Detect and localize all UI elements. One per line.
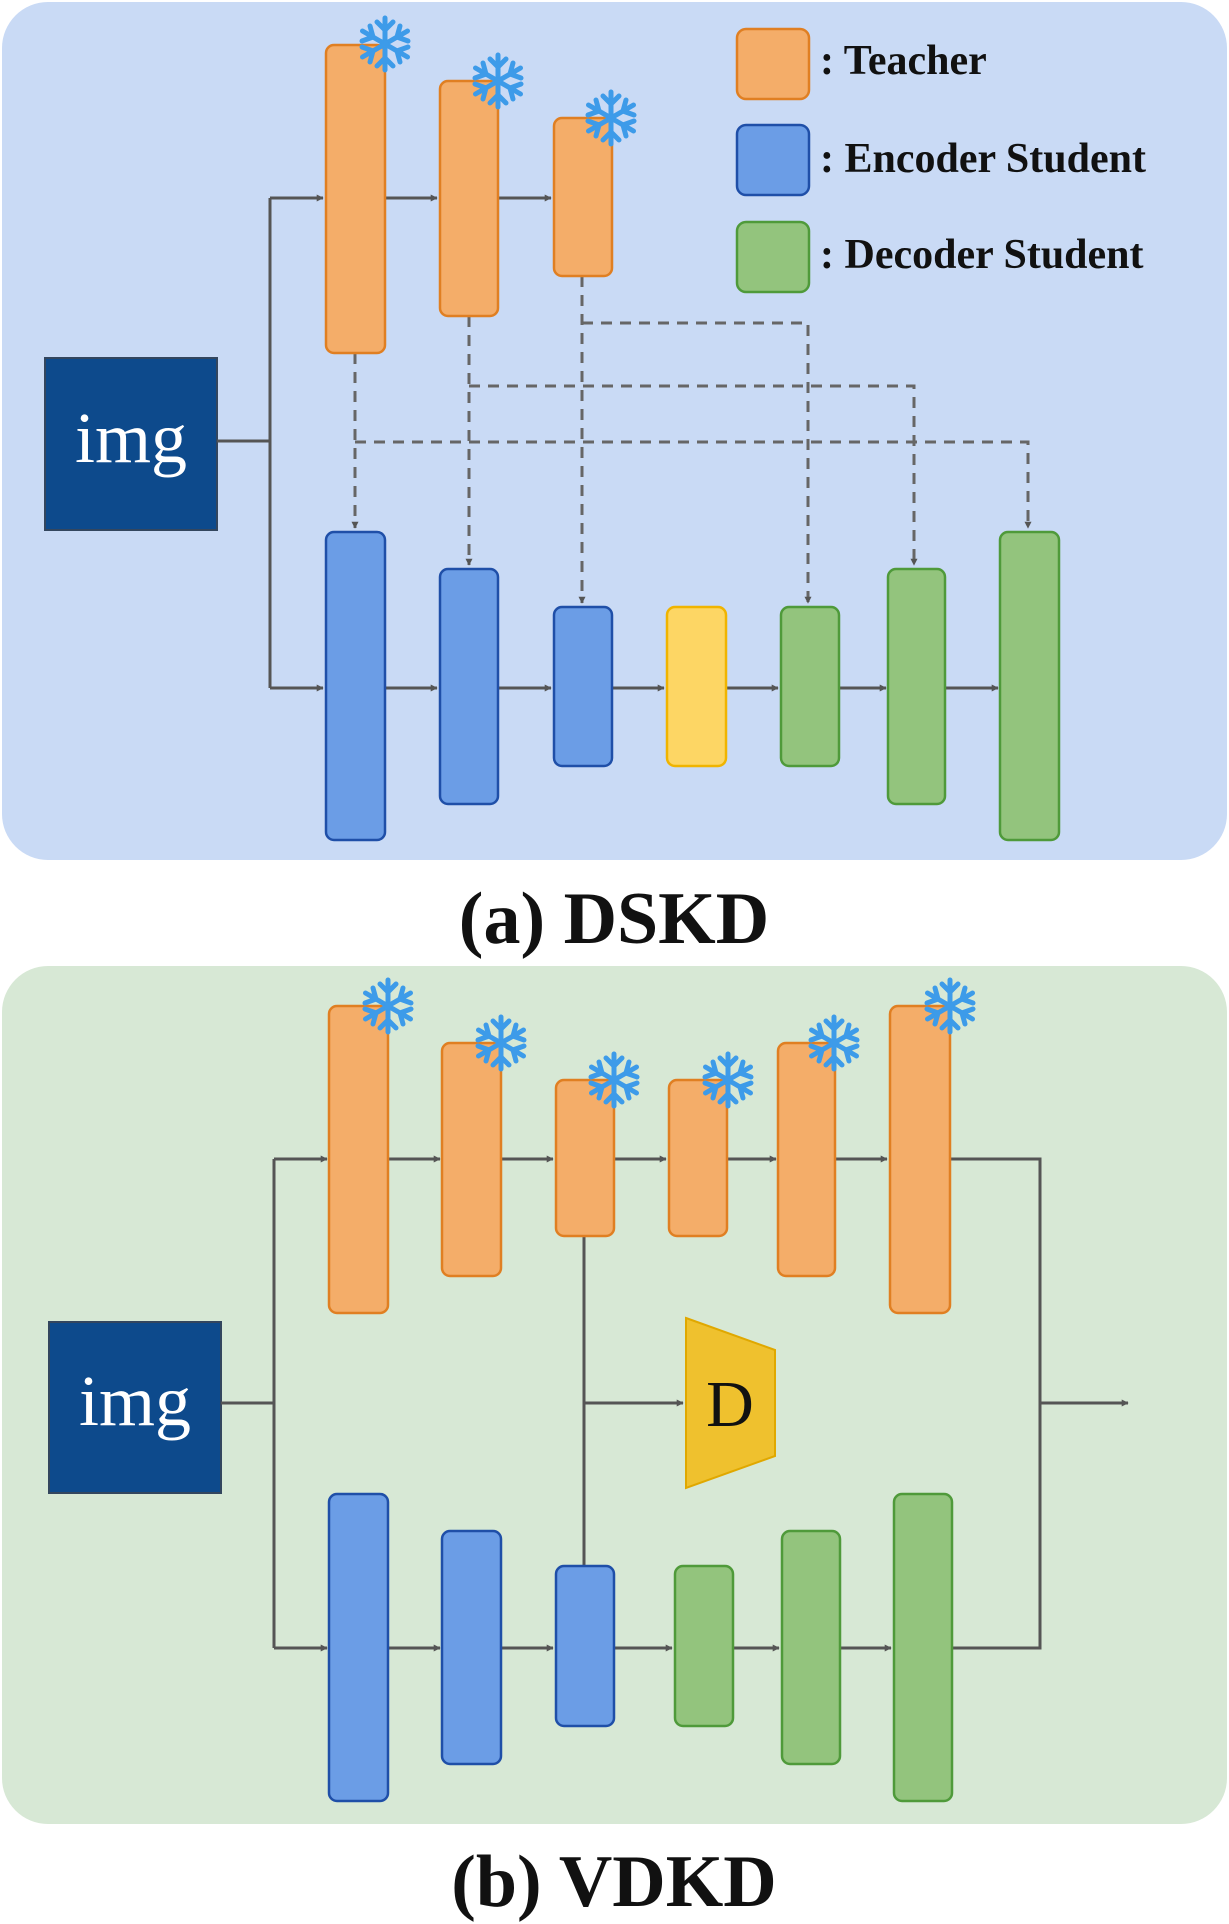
panel-a-teacher-block-3 [552,116,614,278]
panel-a-encoder-block-3 [552,605,614,768]
panel-b-discriminator: D [685,1316,776,1490]
panel-a-encoder-block-2 [438,567,500,806]
panel-a-student-blocks [324,530,1061,842]
panel-b-student-blocks [327,1492,954,1803]
panel-b-input-label: img [79,1361,191,1441]
panel-a-input-label: img [75,398,187,478]
legend-decoder-label: : Decoder Student [820,232,1144,278]
panel-b-decoder-block-2 [780,1529,842,1766]
panel-b-teacher-block-2 [440,1041,503,1278]
panel-a-caption: (a) DSKD [459,878,769,960]
legend-decoder-swatch [735,220,811,294]
panel-b-teacher-block-3 [554,1078,616,1238]
panel-a-distillation-lines [351,276,1032,604]
legend-encoder-swatch [735,123,811,197]
panel-b-encoder-block-3 [554,1564,616,1728]
panel-a-encoder-block-1 [324,530,387,842]
legend-encoder-label: : Encoder Student [820,136,1146,182]
panel-a: img [2,2,1227,860]
panel-b-discriminator-label: D [706,1368,754,1441]
panel-b-encoder-block-1 [327,1492,390,1803]
panel-b-teacher-block-5 [776,1041,837,1278]
panel-a-decoder-block-3 [998,530,1061,842]
panel-b-decoder-block-3 [892,1492,954,1803]
panel-a-teacher-blocks [324,43,614,355]
panel-b-teacher-block-1 [327,1004,390,1315]
panel-b-caption: (b) VDKD [451,1841,776,1923]
panel-a-teacher-block-2 [438,79,500,318]
panel-b-teacher-blocks [327,1004,952,1315]
panel-b-encoder-block-2 [440,1529,503,1766]
panel-b-decoder-block-1 [673,1564,735,1728]
panel-a-decoder-block-2 [886,567,947,806]
panel-a-flow-lines [217,194,999,692]
legend-teacher-label: : Teacher [820,38,987,84]
legend: : Teacher : Encoder Student : Decoder St… [735,27,1146,294]
panel-b-teacher-block-6 [888,1004,952,1315]
panel-b-flow-lines [221,1155,1129,1652]
panel-b-input-image: img [48,1321,222,1494]
panel-a-input-image: img [44,357,218,531]
panel-a-decoder-block-1 [779,605,841,768]
panel-a-bottleneck-block [665,605,728,768]
panel-b-teacher-block-4 [667,1078,729,1238]
panel-a-teacher-block-1 [324,43,387,355]
legend-teacher-swatch [735,27,811,101]
panel-b: img [2,966,1227,1824]
